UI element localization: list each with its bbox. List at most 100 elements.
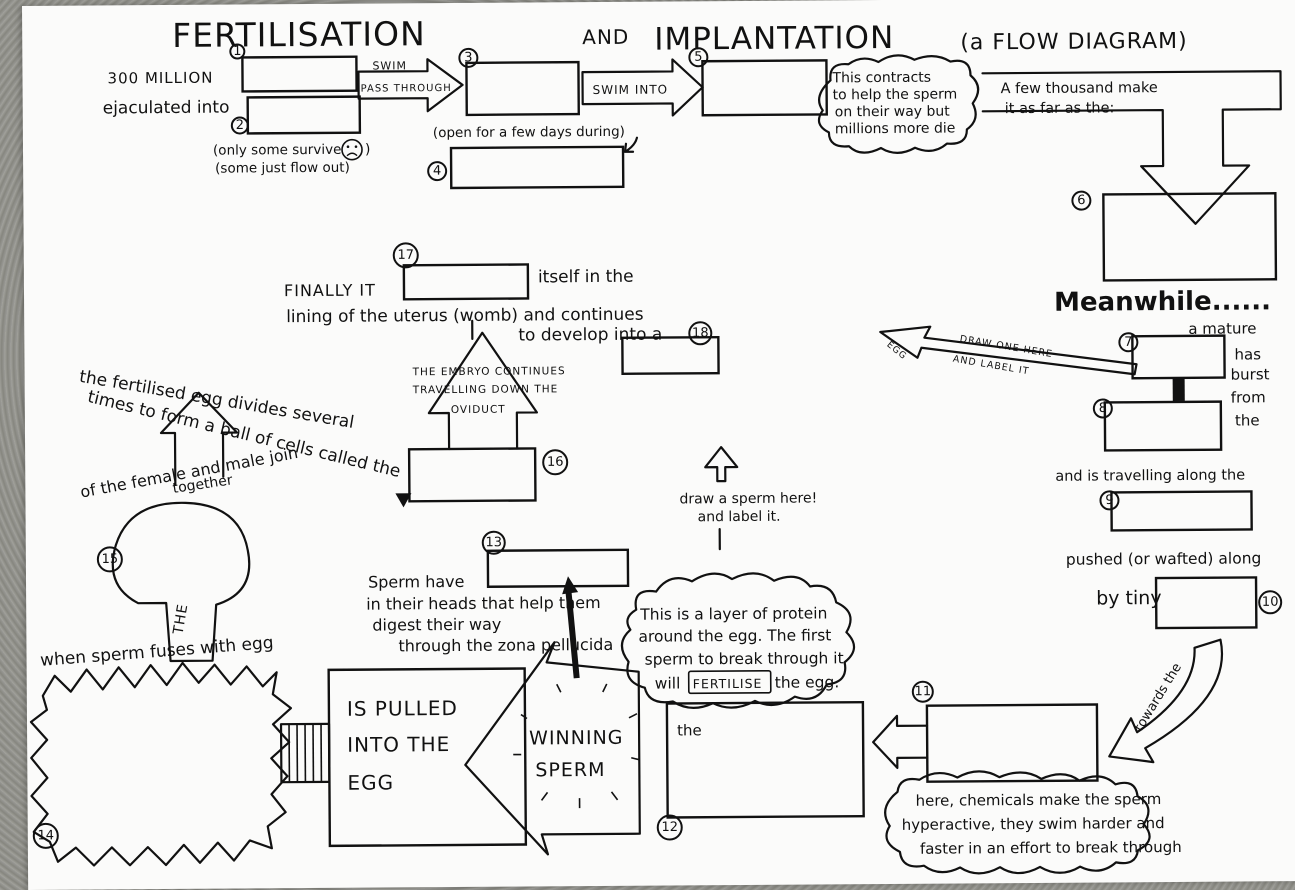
arrow-up-embryo [427,331,538,451]
label-winning: WINNING [529,727,624,750]
svg-text:16: 16 [547,455,564,470]
svg-text:4: 4 [433,164,441,179]
arrow-head-16 [395,493,412,508]
blank-box-10[interactable] [1154,576,1258,630]
number-14: 14 [32,822,59,849]
label-some-flow-out: (some just flow out) [215,160,350,177]
fertilise-box [687,670,772,695]
text-into-the: INTO THE [347,732,450,757]
worksheet-paper: FERTILISATION AND IMPLANTATION (a FLOW D… [22,0,1295,890]
svg-text:17: 17 [397,248,414,263]
svg-text:5: 5 [694,50,702,65]
text-embryo-3: OVIDUCT [451,404,506,416]
number-18: 18 [688,321,713,346]
hatch-lines [288,723,323,783]
number-1: 1 [229,43,246,60]
label-swim: SWIM [372,59,407,72]
blank-box-13[interactable] [486,548,630,588]
number-13: 13 [481,530,506,555]
text-has: has [1234,345,1261,363]
blank-box-3[interactable] [465,60,580,117]
arrow-shaft-enzymes [565,586,580,679]
text-lining: lining of the uterus (womb) and continue… [286,305,644,327]
number-4: 4 [427,161,448,182]
blank-box-6[interactable] [1102,192,1278,282]
label-sperm: SPERM [535,759,605,781]
cloud-contracts [817,54,980,154]
svg-text:9: 9 [1105,493,1113,508]
text-contracts-4: millions more die [835,120,956,137]
arrow-up-divides [159,391,239,487]
label-the-mushroom: THE [170,602,191,636]
text-travelling-along: and is travelling along the [1055,467,1245,484]
blank-box-8[interactable] [1103,400,1223,452]
title-implantation: IMPLANTATION [654,20,894,58]
sparkle-lines [513,683,640,809]
text-chemicals-3: faster in an effort to break through [920,838,1182,858]
svg-text:15: 15 [102,552,119,567]
label-open-few-days: (open for a few days during) [433,124,625,141]
number-2: 2 [230,116,249,135]
blank-box-18[interactable] [621,335,720,376]
blank-box-5[interactable] [701,59,828,117]
arrow-swim-pass-through [357,58,464,113]
text-itself: itself in the [538,267,634,288]
text-chemicals-2: hyperactive, they swim harder and [902,814,1165,834]
text-box-12-the: the [677,721,702,739]
text-from: from [1231,388,1266,406]
svg-text:7: 7 [1124,335,1132,350]
arrow-head-enzymes [562,576,579,595]
pulled-into-egg-box [327,667,528,848]
blank-box-1[interactable] [241,55,358,93]
number-12: 12 [656,814,683,841]
svg-text:11: 11 [914,684,931,699]
svg-text:1: 1 [233,44,241,59]
label-300-million: 300 MILLION [107,69,213,88]
svg-text:10: 10 [1262,595,1279,610]
title-fertilisation: FERTILISATION [172,14,426,55]
text-contracts-3: on their way but [835,104,951,121]
heading-meanwhile: Meanwhile...... [1054,286,1271,318]
text-heads-help: in their heads that help them [366,593,601,614]
arrow-swim-into [581,58,704,117]
blank-box-2[interactable] [246,95,362,135]
cloud-chemicals [884,770,1151,875]
title-subtitle: (a FLOW DIAGRAM) [960,29,1188,56]
svg-text:8: 8 [1099,401,1107,416]
text-pushed-along: pushed (or wafted) along [1066,549,1262,568]
number-17: 17 [392,242,419,269]
text-fertilise: FERTILISE [693,676,763,691]
svg-text:14: 14 [37,828,54,843]
text-embryo-2: TRAVELLING DOWN THE [412,383,559,396]
blank-box-17[interactable] [402,263,530,301]
blank-box-4[interactable] [449,145,625,190]
blank-box-12[interactable] [665,700,865,819]
mushroom-shape-15 [111,501,251,663]
blank-box-11[interactable] [925,703,1099,783]
text-the-egg: the egg. [775,673,840,691]
arrow-to-box-4 [623,136,639,153]
text-the: the [1235,411,1260,429]
number-11: 11 [911,680,934,703]
text-sperm-have: Sperm have [368,572,465,592]
burst-box-14[interactable] [29,661,293,867]
text-protein-3: sperm to break through it [645,649,844,668]
text-few-thousand-1: A few thousand make [1001,80,1158,97]
flow-diagram: FERTILISATION AND IMPLANTATION (a FLOW D… [29,14,1283,875]
svg-text:18: 18 [692,326,709,341]
arrow-down-to-box-6 [981,70,1282,225]
text-by-tiny: by tiny [1096,587,1162,609]
text-develop: to develop into a [518,325,662,346]
text-digest: digest their way [372,615,501,635]
blank-box-9[interactable] [1110,490,1253,532]
blank-box-7[interactable] [1131,334,1226,380]
svg-text:2: 2 [236,118,244,133]
title-and: AND [582,25,629,49]
cloud-protein [620,572,856,709]
blank-box-16[interactable] [407,447,537,503]
label-only-some-survive: (only some survive [213,142,341,159]
text-few-thousand-2: it as far as the: [1005,100,1115,117]
close-paren: ) [365,142,371,158]
text-protein-2: around the egg. The first [638,626,831,645]
